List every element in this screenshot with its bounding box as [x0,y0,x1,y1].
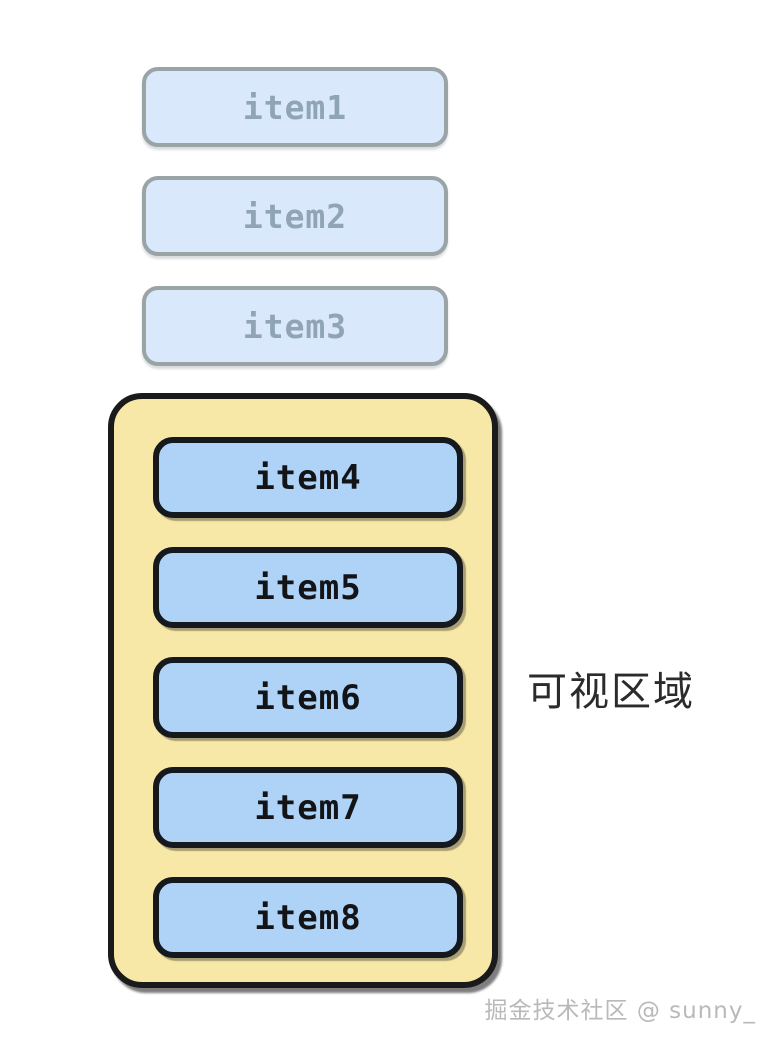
list-item-label: item4 [254,457,362,498]
list-item-label: item6 [254,677,362,718]
list-item-label: item3 [242,306,348,346]
watermark: 掘金技术社区 @ sunny_ [484,998,756,1024]
list-item-visible-3: item6 [153,657,463,738]
list-item-label: item8 [254,897,362,938]
list-item-label: item1 [242,87,348,127]
viewport-item-list: item4 item5 item6 item7 item8 [150,431,463,958]
list-item-offscreen-1: item1 [142,67,448,147]
viewport-container: item4 item5 item6 item7 item8 [108,393,498,988]
viewport-annotation-label: 可视区域 [527,669,695,715]
list-item-offscreen-2: item2 [142,176,448,256]
list-item-visible-2: item5 [153,547,463,628]
list-item-visible-5: item8 [153,877,463,958]
list-item-visible-4: item7 [153,767,463,848]
list-item-label: item2 [242,196,348,236]
list-item-label: item7 [254,787,362,828]
list-item-label: item5 [254,567,362,608]
list-item-offscreen-3: item3 [142,286,448,366]
list-item-visible-1: item4 [153,437,463,518]
